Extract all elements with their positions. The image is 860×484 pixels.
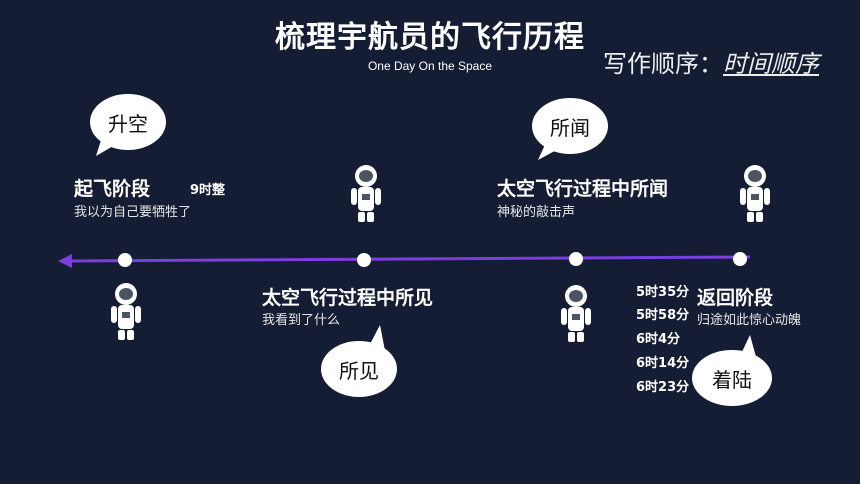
bubble-shape-2 [532,98,608,160]
bubble-shape-3 [321,325,397,397]
stage-takeoff-heading: 起飞阶段 [74,178,151,200]
stage-heard-heading: 太空飞行过程中所闻 [497,178,669,200]
stage-takeoff-time: 9时整 [190,183,226,198]
bubble-text-heard: 所闻 [550,116,590,140]
writing-order-label: 写作顺序： [603,50,723,78]
astronaut-icon [351,165,381,222]
astronaut-icon [740,165,770,222]
stage-seen-heading: 太空飞行过程中所见 [262,287,434,309]
return-time-5: 6时23分 [636,380,690,395]
stage-takeoff-desc: 我以为自己要牺牲了 [74,205,192,220]
return-time-3: 6时4分 [636,332,681,347]
timeline-arrow-icon [58,254,72,268]
return-time-2: 5时58分 [636,308,690,323]
bubble-text-seen: 所见 [339,359,379,383]
stage-heard-desc: 神秘的敲击声 [497,205,576,220]
timeline-line [67,255,751,263]
timeline-node-1 [118,253,132,267]
stage-return-desc: 归途如此惊心动魄 [697,313,802,328]
stage-return-heading: 返回阶段 [697,287,774,309]
writing-order-value: 时间顺序 [723,50,819,78]
astronaut-icon [111,283,141,340]
bubble-shape-4 [692,335,772,406]
page-title: 梳理宇航员的飞行历程 [275,20,585,55]
stage-seen-desc: 我看到了什么 [262,313,341,328]
timeline-node-3 [569,252,583,266]
page-subtitle: One Day On the Space [367,59,493,73]
return-time-1: 5时35分 [636,285,690,300]
return-time-4: 6时14分 [636,356,690,371]
bubble-text-ascent: 升空 [108,112,148,136]
astronaut-icon [561,285,591,342]
timeline-node-4 [733,252,747,266]
writing-order: 写作顺序：时间顺序 [603,44,819,79]
bubble-text-landing: 着陆 [712,368,752,392]
bubble-shape-1 [90,94,166,156]
timeline-node-2 [357,253,371,267]
